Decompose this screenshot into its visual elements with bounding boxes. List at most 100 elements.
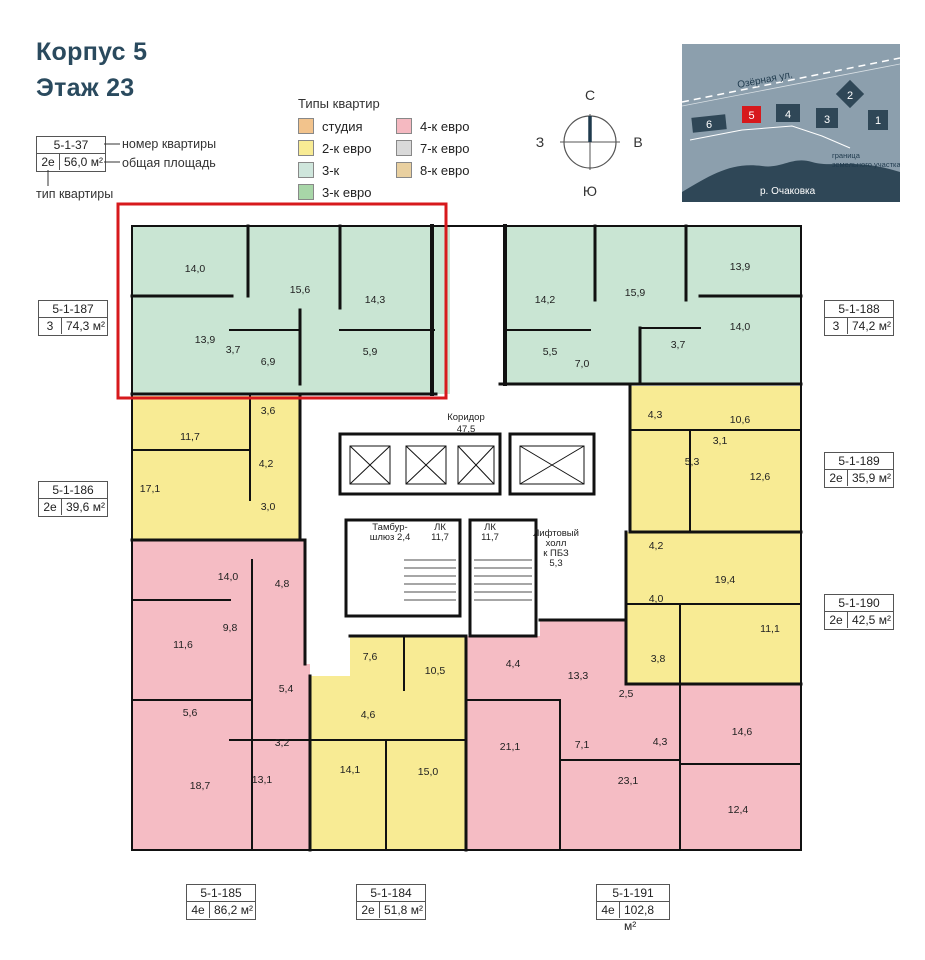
legend-swatch bbox=[396, 140, 412, 156]
room-area-a187-4: 3,7 bbox=[226, 344, 241, 356]
room-area-a188-0: 14,2 bbox=[535, 294, 556, 306]
room-area-a187-1: 15,6 bbox=[290, 284, 311, 296]
apt-185-fill[interactable] bbox=[132, 540, 310, 850]
apt-number: 5-1-186 bbox=[39, 482, 107, 499]
svg-text:2: 2 bbox=[847, 90, 853, 102]
legend-item-6: 8-к евро bbox=[396, 162, 469, 178]
legend-swatch bbox=[396, 118, 412, 134]
room-area-a188-1: 15,9 bbox=[625, 287, 646, 299]
apt-area: 51,8 м² bbox=[384, 903, 423, 917]
svg-text:4: 4 bbox=[785, 109, 791, 121]
svg-text:6: 6 bbox=[706, 119, 712, 131]
room-area-a186-1: 11,7 bbox=[180, 431, 200, 443]
key-label-type: тип квартиры bbox=[36, 187, 114, 201]
legend-swatch bbox=[298, 162, 314, 178]
lift-hall-label-1: Лифтовый bbox=[533, 528, 579, 539]
room-area-a190-3: 11,1 bbox=[760, 623, 780, 635]
compass-south: Ю bbox=[583, 183, 597, 199]
room-area-a190-2: 4,0 bbox=[649, 593, 664, 605]
room-area-a189-4: 12,6 bbox=[750, 471, 771, 483]
room-area-a190-4: 3,8 bbox=[651, 653, 666, 665]
apt-number: 5-1-189 bbox=[825, 453, 893, 470]
room-area-a185-5: 5,6 bbox=[183, 707, 198, 719]
apt-type: 2е bbox=[39, 499, 62, 515]
svg-text:5: 5 bbox=[748, 110, 754, 122]
compass: С З В Ю bbox=[536, 87, 643, 199]
corridor-area: 47,5 bbox=[457, 424, 476, 435]
room-area-a191-2: 2,5 bbox=[619, 688, 634, 700]
room-area-a185-0: 14,0 bbox=[218, 571, 239, 583]
site-building-2: 2 bbox=[835, 79, 865, 109]
compass-east: В bbox=[633, 134, 642, 150]
room-area-a184-2: 4,6 bbox=[361, 709, 376, 721]
legend-item-0: студия bbox=[298, 118, 363, 134]
apt-191-fill[interactable] bbox=[466, 620, 801, 850]
room-area-a188-5: 7,0 bbox=[575, 358, 590, 370]
room-area-a189-2: 3,1 bbox=[713, 435, 728, 447]
room-area-a187-2: 14,3 bbox=[365, 294, 386, 306]
room-area-a186-2: 4,2 bbox=[259, 458, 274, 470]
legend-item-3: 3-к евро bbox=[298, 184, 371, 200]
legend-label: 3-к евро bbox=[322, 184, 372, 200]
legend-title: Типы квартир bbox=[298, 96, 380, 111]
room-area-a188-6: 3,7 bbox=[671, 339, 686, 351]
apt-190-fill[interactable] bbox=[626, 532, 801, 684]
key-label-area: общая площадь bbox=[122, 156, 216, 170]
room-area-a191-6: 14,6 bbox=[732, 726, 753, 738]
room-area-a187-5: 6,9 bbox=[261, 356, 276, 368]
corridor-label: Коридор bbox=[447, 412, 485, 423]
apt-184-fill[interactable] bbox=[310, 636, 466, 850]
key-apt-type: 2е bbox=[37, 154, 60, 170]
apt-area: 42,5 м² bbox=[852, 613, 891, 627]
apt-186-fill[interactable] bbox=[132, 396, 300, 540]
room-area-a189-0: 4,3 bbox=[648, 409, 663, 421]
room-area-a185-4: 5,4 bbox=[279, 683, 294, 695]
apt-188-fill[interactable] bbox=[505, 226, 801, 384]
legend-swatch bbox=[298, 140, 314, 156]
site-building-1: 1 bbox=[868, 110, 888, 130]
apt-number: 5-1-190 bbox=[825, 595, 893, 612]
site-river-label: р. Очаковка bbox=[760, 186, 816, 197]
apt-189-fill[interactable] bbox=[630, 386, 801, 532]
lk1-label: ЛК bbox=[434, 522, 446, 533]
key-leader-lines bbox=[47, 143, 120, 186]
room-area-a191-7: 23,1 bbox=[618, 775, 639, 787]
room-area-a184-3: 14,1 bbox=[340, 764, 361, 776]
lk2-label: ЛК bbox=[484, 522, 496, 533]
key-label-number: номер квартиры bbox=[122, 137, 217, 151]
room-area-a186-3: 17,1 bbox=[140, 483, 161, 495]
svg-text:1: 1 bbox=[875, 115, 881, 127]
apt-type: 2е bbox=[825, 470, 848, 486]
site-map: Озёрная ул. р. Очаковка граница земельно… bbox=[682, 44, 900, 202]
room-area-a186-4: 3,0 bbox=[261, 501, 276, 513]
room-area-a186-0: 3,6 bbox=[261, 405, 276, 417]
room-area-a191-4: 7,1 bbox=[575, 739, 590, 751]
lift-hall-label-2: холл bbox=[546, 538, 567, 549]
room-area-a189-1: 10,6 bbox=[730, 414, 751, 426]
room-area-a191-1: 13,3 bbox=[568, 670, 589, 682]
apt-type: 4е bbox=[187, 902, 210, 918]
legend-item-2: 3-к bbox=[298, 162, 339, 178]
site-building-6: 6 bbox=[691, 114, 727, 133]
key-box: 5-1-37 2е 56,0 м² bbox=[36, 136, 106, 172]
tambur-label: Тамбур- bbox=[372, 522, 407, 533]
legend-item-5: 7-к евро bbox=[396, 140, 469, 156]
legend-swatch bbox=[298, 184, 314, 200]
page-title: Корпус 5 Этаж 23 bbox=[36, 38, 148, 102]
apt-187-fill[interactable] bbox=[132, 226, 450, 394]
legend-swatch bbox=[396, 162, 412, 178]
room-area-a185-6: 3,2 bbox=[275, 737, 290, 749]
room-area-a191-0: 4,4 bbox=[506, 658, 521, 670]
room-area-a185-7: 18,7 bbox=[190, 780, 211, 792]
compass-north: С bbox=[585, 87, 595, 103]
apt-number: 5-1-188 bbox=[825, 301, 893, 318]
